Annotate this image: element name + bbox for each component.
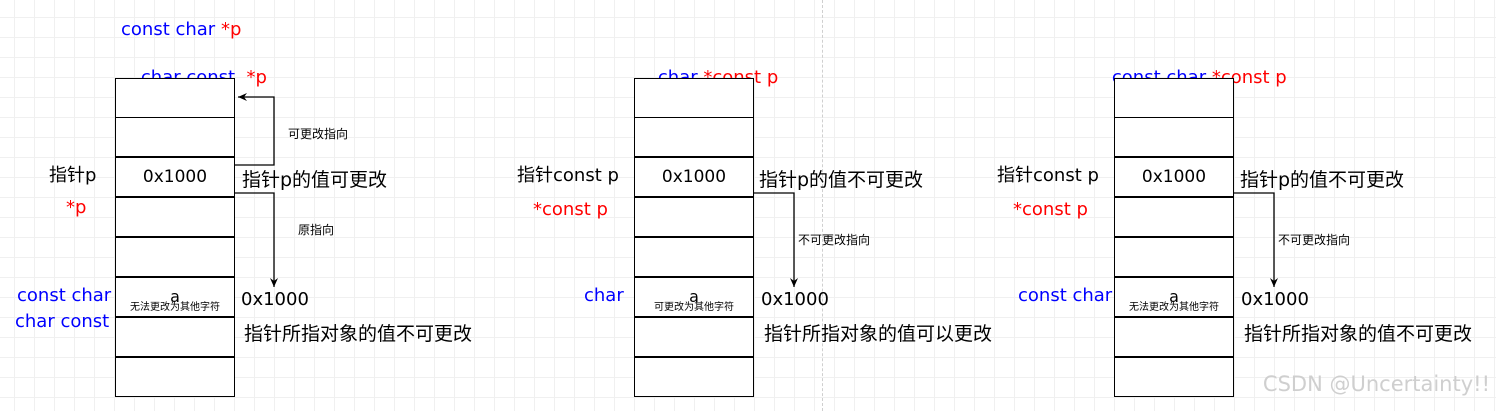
pointer-label: 指针p	[49, 165, 97, 186]
pointer-text: *p	[220, 19, 242, 40]
arrow-note: 不可更改指向	[1278, 233, 1351, 247]
target-note: 无法更改为其他字符	[1129, 302, 1219, 313]
address-label: 0x1000	[761, 289, 829, 310]
memory-cell	[634, 317, 754, 357]
target-type-label: const char	[1018, 285, 1113, 306]
target-desc: 指针所指对象的值不可更改	[1244, 323, 1473, 345]
memory-cell	[1114, 78, 1234, 118]
type-text: const char	[121, 19, 221, 40]
memory-cell	[634, 197, 754, 237]
pointer-value: 0x1000	[142, 167, 208, 187]
target-type-label: const char	[17, 285, 112, 306]
memory-cell	[1114, 357, 1234, 397]
memory-cell	[634, 117, 754, 157]
memory-cell	[1114, 317, 1234, 357]
memory-cell	[1114, 117, 1234, 157]
memory-cell	[634, 357, 754, 397]
pointer-value: 0x1000	[1141, 167, 1207, 187]
pointer-value: 0x1000	[661, 167, 727, 187]
target-note: 无法更改为其他字符	[130, 302, 220, 313]
memory-cell-target	[634, 277, 754, 317]
target-type-label: char	[584, 285, 624, 306]
memory-cell	[1114, 237, 1234, 277]
target-value: a	[689, 287, 699, 306]
memory-cell	[115, 317, 235, 357]
panel-title-line1: const char *p	[121, 21, 241, 39]
pointer-label: 指针const p	[997, 165, 1099, 186]
memory-cell-target	[115, 277, 235, 317]
memory-cell-target	[1114, 277, 1234, 317]
memory-cell-pointer	[115, 157, 235, 197]
address-label: 0x1000	[241, 289, 309, 310]
target-value: a	[1169, 287, 1179, 306]
address-label: 0x1000	[1241, 289, 1309, 310]
memory-cell	[115, 78, 235, 118]
arrow-fixed-target	[754, 192, 798, 287]
panel-char-const-pointer: char *const p 0x1000 a 可更改为其他字符 指针const …	[517, 69, 993, 397]
pointer-text: *p	[246, 67, 267, 88]
pointer-desc: 指针p的值可更改	[242, 169, 388, 191]
target-value: a	[170, 287, 180, 306]
target-desc: 指针所指对象的值可以更改	[764, 323, 993, 345]
arrow-note: 原指向	[298, 223, 335, 237]
pointer-desc: 指针p的值不可更改	[1240, 169, 1405, 191]
memory-cell	[115, 357, 235, 397]
memory-cell	[115, 237, 235, 277]
arrow-original-target	[235, 192, 278, 287]
target-note: 可更改为其他字符	[654, 302, 734, 313]
top-arrow-note: 可更改指向	[288, 127, 349, 141]
pointer-sub-label: *const p	[533, 199, 608, 220]
pointer-sub-label: *p	[66, 197, 87, 218]
memory-cell	[634, 237, 754, 277]
arrow-can-change-target	[235, 93, 275, 166]
target-type-label-alt: char const	[15, 311, 110, 332]
pointer-desc: 指针p的值不可更改	[759, 169, 924, 191]
divider-line	[822, 0, 823, 411]
arrow-note: 不可更改指向	[798, 233, 871, 247]
panel-const-char-pointer: const char *p char const *p 0x1000 a 无法更…	[0, 0, 500, 411]
pointer-label: 指针const p	[517, 165, 619, 186]
memory-cell	[1114, 197, 1234, 237]
watermark: CSDN @Uncertainty!!	[1262, 372, 1490, 396]
memory-cell-pointer	[634, 157, 754, 197]
target-desc: 指针所指对象的值不可更改	[244, 323, 473, 345]
arrow-fixed-target	[1234, 192, 1278, 287]
pointer-sub-label: *const p	[1013, 199, 1088, 220]
memory-cell	[115, 117, 235, 157]
memory-cell-pointer	[1114, 157, 1234, 197]
memory-cell	[115, 197, 235, 237]
